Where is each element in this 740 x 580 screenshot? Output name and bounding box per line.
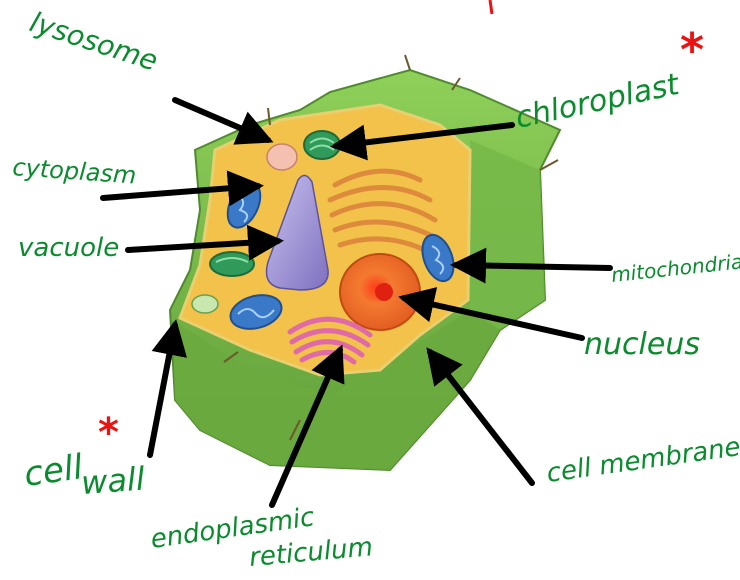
label-chloroplast: chloroplast [512, 67, 683, 136]
plastid-small [192, 295, 218, 313]
arrow-mitochondria [456, 265, 610, 268]
star-cell-wall: * [98, 410, 119, 456]
label-cell-membrane: cell membrane [545, 432, 740, 489]
label-cell-wall-line2: wall [80, 460, 146, 502]
label-vacuole: vacuole [18, 233, 119, 263]
star-chloroplast: * [680, 23, 704, 77]
label-cell-wall-line1: cell [22, 447, 86, 495]
lysosome-shape [267, 144, 297, 170]
label-lysosome: lysosome [26, 5, 162, 77]
nucleus-shape [340, 254, 420, 330]
cell-wall-side-face [470, 140, 545, 330]
label-nucleus: nucleus [584, 327, 700, 362]
label-cytoplasm: cytoplasm [12, 153, 138, 190]
red-mark-top [490, 0, 492, 14]
chloroplast-left [210, 252, 254, 276]
arrow-cell-wall [150, 325, 175, 455]
arrow-cell-membrane [430, 352, 532, 483]
arrow-lysosome [175, 100, 268, 140]
label-mitochondria: mitochondria [610, 249, 740, 287]
